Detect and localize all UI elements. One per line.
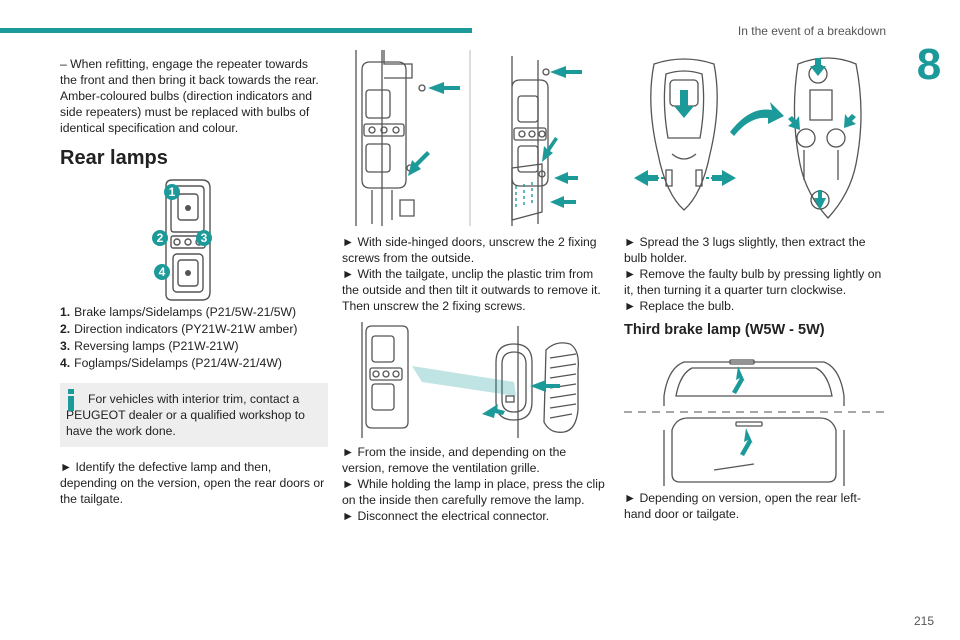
rear-lamp-diagram: 1 2 3 4 <box>152 179 212 301</box>
callout-1-label: 1 <box>169 185 176 199</box>
third-brake-lamp-heading: Third brake lamp (W5W - 5W) <box>624 322 825 338</box>
callout-2 <box>152 230 168 246</box>
callout-1 <box>164 184 180 200</box>
chapter-number: 8 <box>916 40 942 89</box>
column-2: ► With side-hinged doors, unscrew the 2 … <box>342 50 610 532</box>
list-item: 4.Foglamps/Sidelamps (P21/4W-21/4W) <box>60 356 282 370</box>
tailgate-step: ► With the tailgate, unclip the plastic … <box>342 267 601 313</box>
list-item: 2.Direction indicators (PY21W-21W amber) <box>60 322 298 336</box>
remove-bulb-step: ► Remove the faulty bulb by pressing lig… <box>624 267 882 297</box>
fixing-screws-diagram <box>355 50 582 226</box>
info-text: For vehicles with interior trim, contact… <box>66 392 305 438</box>
info-icon <box>68 389 74 411</box>
connector-step: ► Disconnect the electrical connector. <box>342 509 550 523</box>
column-3: ► Spread the 3 lugs slightly, then extra… <box>624 50 884 530</box>
callout-3 <box>196 230 212 246</box>
section-title: In the event of a breakdown <box>737 24 886 38</box>
grille-step: ► From the inside, and depending on the … <box>342 445 567 475</box>
ventilation-grille-diagram <box>361 322 579 438</box>
open-door-step: ► Depending on version, open the rear le… <box>624 491 861 521</box>
list-item: 3.Reversing lamps (P21W-21W) <box>60 339 239 353</box>
bulb-list: 1.Brake lamps/Sidelamps (P21/5W-21/5W) 2… <box>60 304 328 371</box>
callout-4-label: 4 <box>159 265 166 279</box>
chapter-tab: 8 <box>898 30 960 100</box>
callout-2-label: 2 <box>157 231 164 245</box>
column-1: – When refitting, engage the repeater to… <box>60 56 328 515</box>
callout-3-label: 3 <box>201 231 208 245</box>
third-brake-lamp-diagram <box>624 359 884 486</box>
info-box: For vehicles with interior trim, contact… <box>60 383 328 447</box>
page-number: 215 <box>913 614 934 628</box>
side-door-step: ► With side-hinged doors, unscrew the 2 … <box>342 235 597 265</box>
replace-bulb-step: ► Replace the bulb. <box>624 299 735 313</box>
list-item: 1.Brake lamps/Sidelamps (P21/5W-21/5W) <box>60 305 297 319</box>
identify-step: ► Identify the defective lamp and then, … <box>60 460 325 506</box>
lugs-step: ► Spread the 3 lugs slightly, then extra… <box>624 235 866 265</box>
callout-4 <box>154 264 170 280</box>
clip-step: ► While holding the lamp in place, press… <box>342 477 605 507</box>
rear-lamps-heading: Rear lamps <box>60 147 168 169</box>
refit-paragraph: – When refitting, engage the repeater to… <box>60 57 319 135</box>
bulb-holder-diagram <box>634 57 862 219</box>
header-accent-bar <box>0 28 472 33</box>
